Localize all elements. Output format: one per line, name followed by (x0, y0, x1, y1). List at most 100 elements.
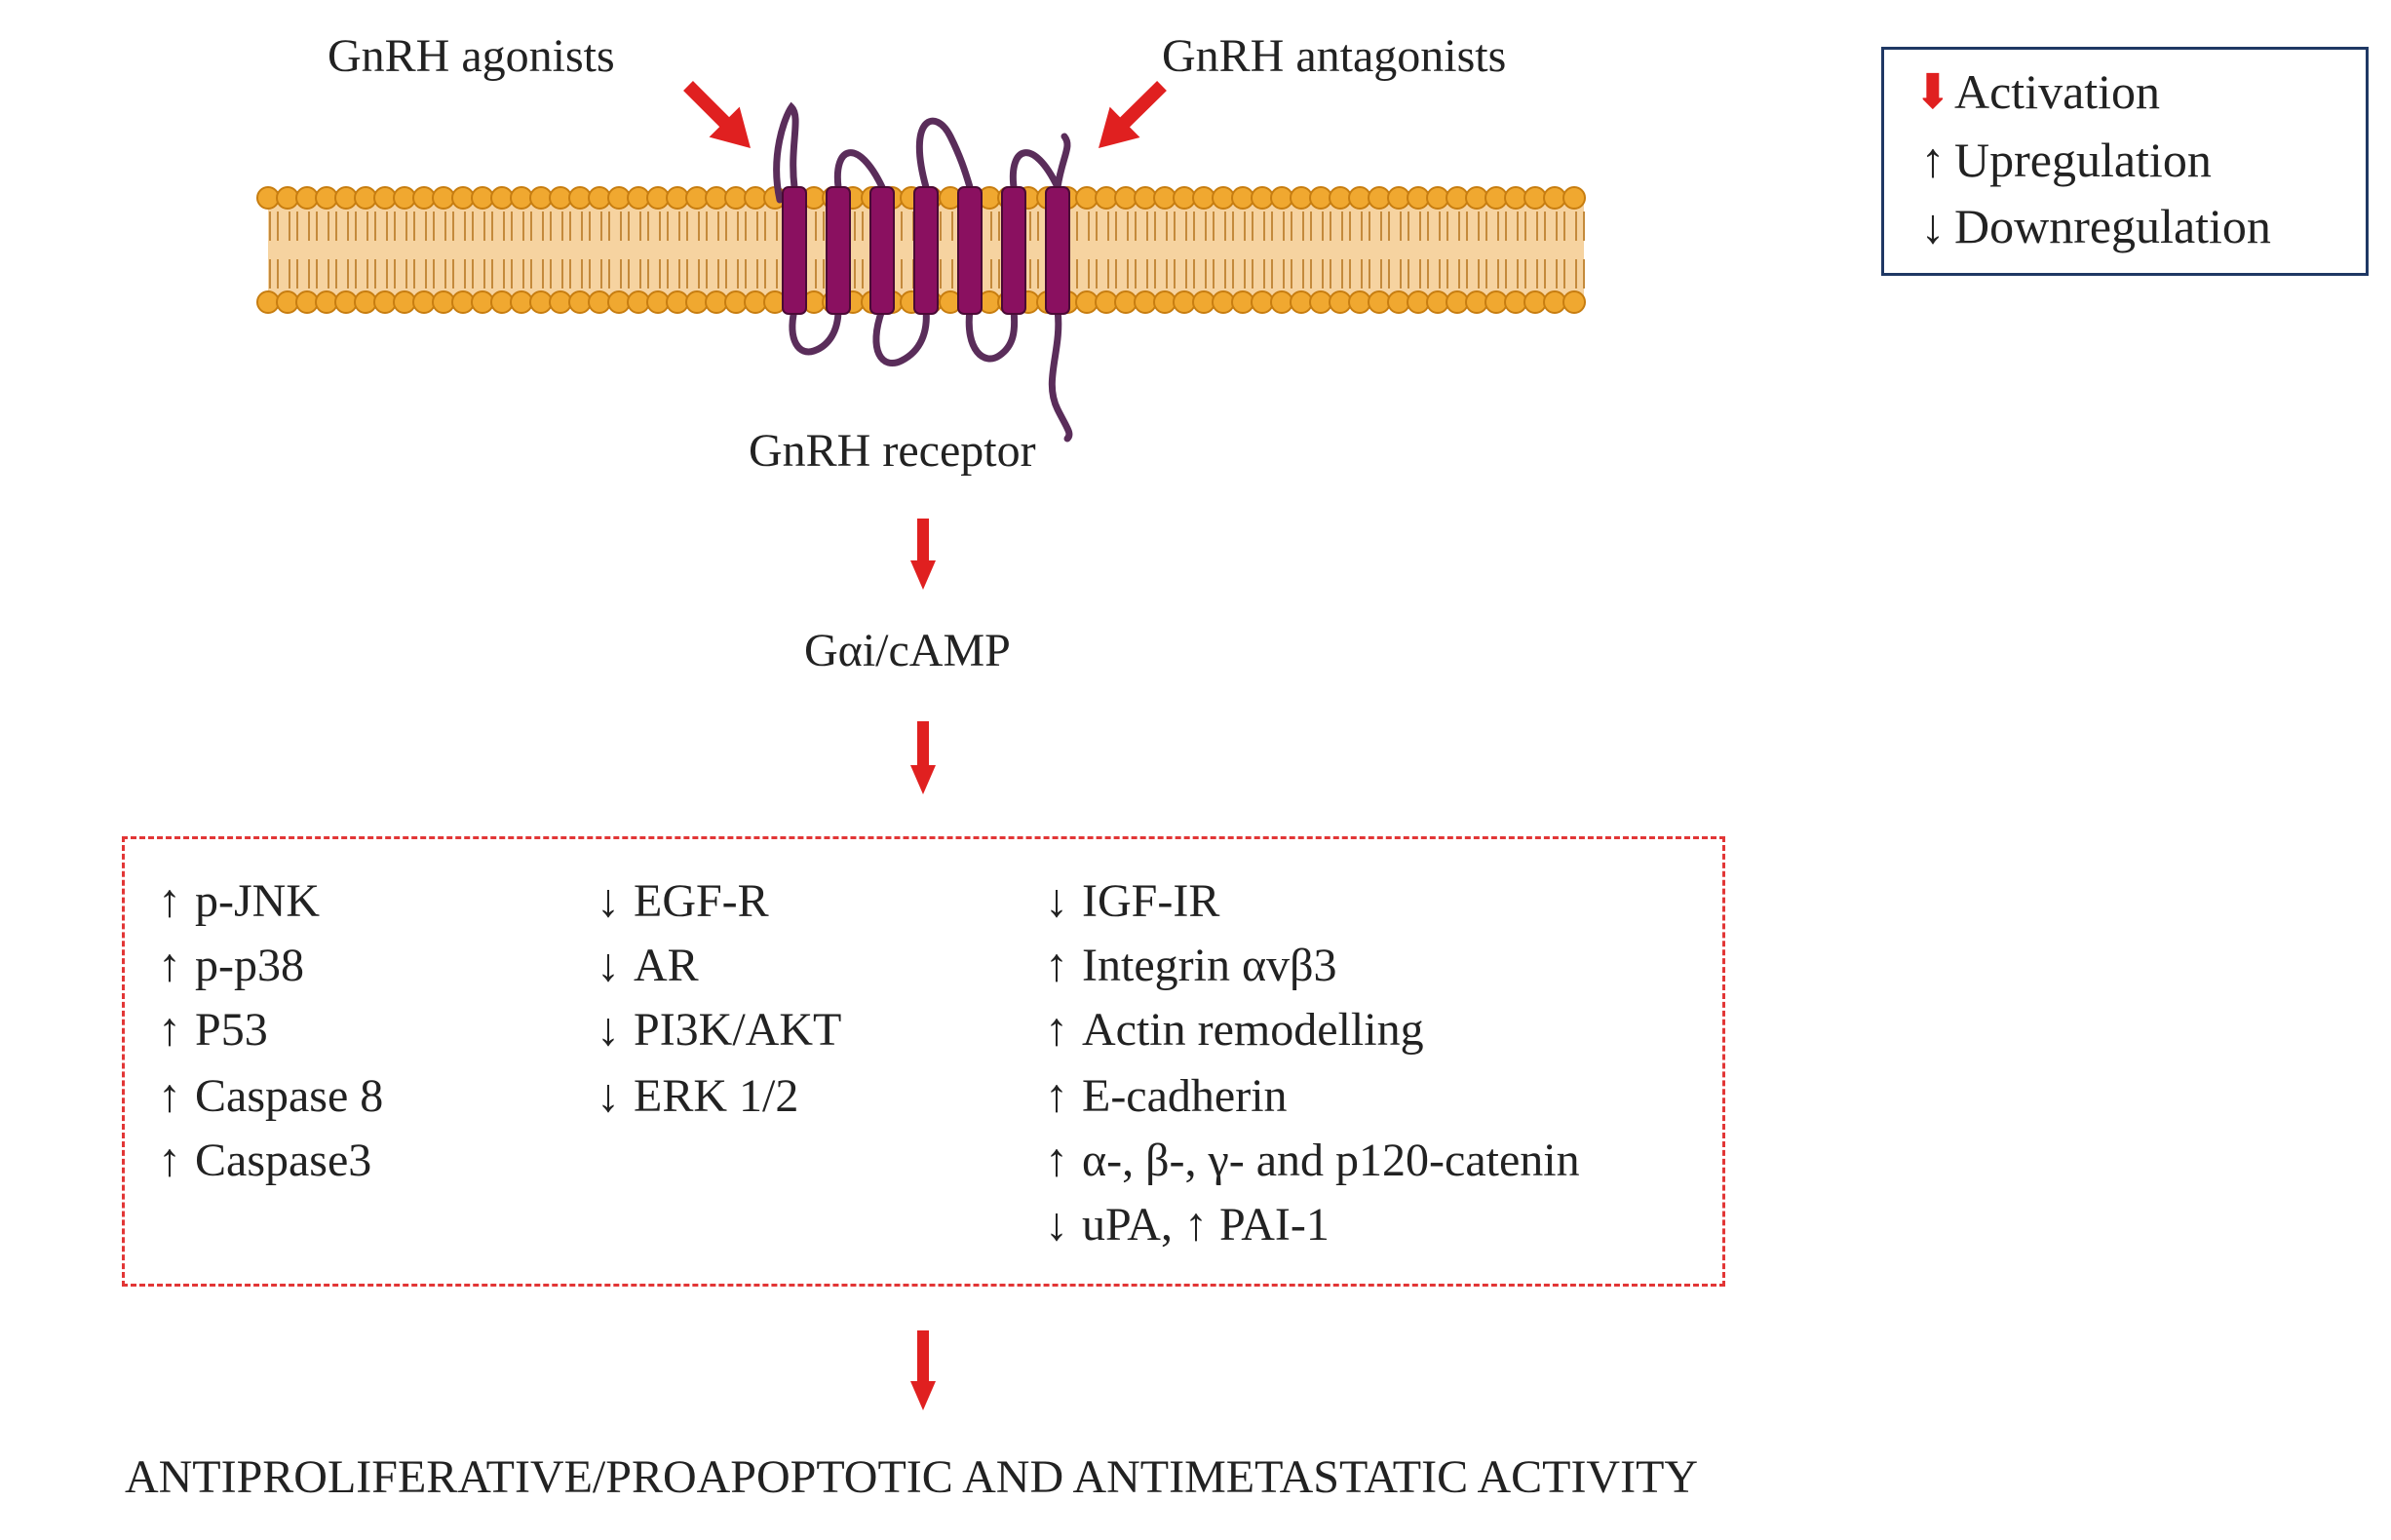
lipid-tail (405, 259, 415, 289)
lipid-head (1270, 290, 1293, 314)
lipid-head (276, 186, 299, 210)
effect-label: Actin remodelling (1082, 1004, 1424, 1056)
lipid-tail (522, 259, 532, 289)
down-arrow-icon: ↓ (597, 1004, 620, 1056)
lipid-tail (308, 212, 318, 241)
lipid-tail (698, 212, 708, 241)
legend-downregulation-label: Downregulation (1954, 199, 2271, 253)
effect-item: ↑Caspase 8 (158, 1069, 383, 1123)
lipid-tail (366, 259, 376, 289)
lipid-tail (386, 259, 396, 289)
lipid-head (1426, 290, 1449, 314)
effect-item: ↓ERK 1/2 (597, 1069, 798, 1123)
lipid-tail (1380, 212, 1390, 241)
lipid-tail (1205, 212, 1215, 241)
legend-upregulation: ↑ Upregulation (1911, 132, 2212, 188)
lipid-tail (756, 212, 766, 241)
lipid-tail (269, 259, 279, 289)
lipid-tail (386, 212, 396, 241)
lipid-head (490, 186, 514, 210)
lipid-head (373, 290, 397, 314)
receptor-to-gai-arrow (910, 519, 936, 590)
lipid-head (588, 290, 611, 314)
lipid-tail (990, 212, 1000, 241)
lipid-tail (1322, 259, 1331, 289)
lipid-head (1173, 186, 1196, 210)
effect-item: ↑Actin remodelling (1045, 1003, 1424, 1057)
receptor-helix (782, 186, 807, 315)
lipid-head (1465, 186, 1488, 210)
lipid-tail (1419, 259, 1429, 289)
lipid-head (1562, 186, 1586, 210)
effect-item: ↓uPA, ↑ PAI-1 (1045, 1198, 1330, 1251)
lipid-tail (1166, 212, 1176, 241)
lipid-tail (698, 259, 708, 289)
lipid-head (1153, 290, 1176, 314)
lipid-tail (1146, 259, 1156, 289)
lipid-tail (1029, 259, 1039, 289)
lipid-tail (1088, 259, 1098, 289)
lipid-head (1251, 290, 1274, 314)
lipid-tail (737, 212, 747, 241)
lipid-head (1212, 186, 1235, 210)
lipid-head (607, 186, 631, 210)
lipid-head (315, 290, 338, 314)
lipid-tail (1400, 212, 1409, 241)
lipid-tail (1107, 212, 1117, 241)
lipid-tail (600, 259, 610, 289)
lipid-head (334, 186, 358, 210)
lipid-head (412, 186, 436, 210)
up-arrow-icon: ↑ (158, 940, 181, 991)
lipid-head (1231, 290, 1254, 314)
effect-label: IGF-IR (1082, 875, 1220, 927)
lipid-tail (1419, 212, 1429, 241)
lipid-head (744, 290, 767, 314)
lipid-head (724, 290, 748, 314)
lipid-tail (1283, 212, 1292, 241)
lipid-head (1173, 290, 1196, 314)
lipid-tail (1361, 259, 1370, 289)
lipid-tail (717, 212, 727, 241)
lipid-head (276, 290, 299, 314)
down-arrow-icon: ↓ (1920, 199, 1946, 253)
outcome-label: ANTIPROLIFERATIVE/PROAPOPTOTIC AND ANTIM… (124, 1451, 1699, 1503)
lipid-tail (1458, 212, 1468, 241)
lipid-head (1114, 186, 1138, 210)
lipid-head (1348, 290, 1371, 314)
lipid-tail (1263, 212, 1273, 241)
lipid-head (315, 186, 338, 210)
lipid-tail (1517, 259, 1526, 289)
lipid-tail (1536, 259, 1546, 289)
lipid-tail (1185, 212, 1195, 241)
effect-item: ↑p-p38 (158, 939, 304, 992)
receptor-helix (826, 186, 851, 315)
receptor-loop (1054, 133, 1071, 191)
gai-to-effects-arrow (910, 721, 936, 794)
lipid-tail (1536, 212, 1546, 241)
lipid-head (1543, 186, 1566, 210)
lipid-tail (600, 212, 610, 241)
lipid-tail (1497, 259, 1507, 289)
lipid-head (334, 290, 358, 314)
lipid-head (1329, 290, 1352, 314)
lipid-tail (289, 259, 298, 289)
up-arrow-icon: ↑ (158, 1070, 181, 1122)
lipid-head (724, 186, 748, 210)
down-arrow-icon: ↓ (597, 1070, 620, 1122)
lipid-head (1329, 186, 1352, 210)
gnrh-agonists-label: GnRH agonists (328, 30, 615, 82)
effect-label: AR (634, 940, 699, 991)
lipid-head (705, 186, 728, 210)
lipid-tail (678, 259, 688, 289)
lipid-tail (1556, 259, 1565, 289)
lipid-tail (522, 212, 532, 241)
lipid-tail (1556, 212, 1565, 241)
receptor-loop (872, 306, 930, 366)
lipid-head (588, 186, 611, 210)
effect-label: α-, β-, γ- and p120-catenin (1082, 1135, 1580, 1186)
lipid-head (549, 186, 572, 210)
gnrh-receptor-label: GnRH receptor (749, 425, 1036, 477)
lipid-head (1426, 186, 1449, 210)
lipid-tail (1439, 259, 1448, 289)
